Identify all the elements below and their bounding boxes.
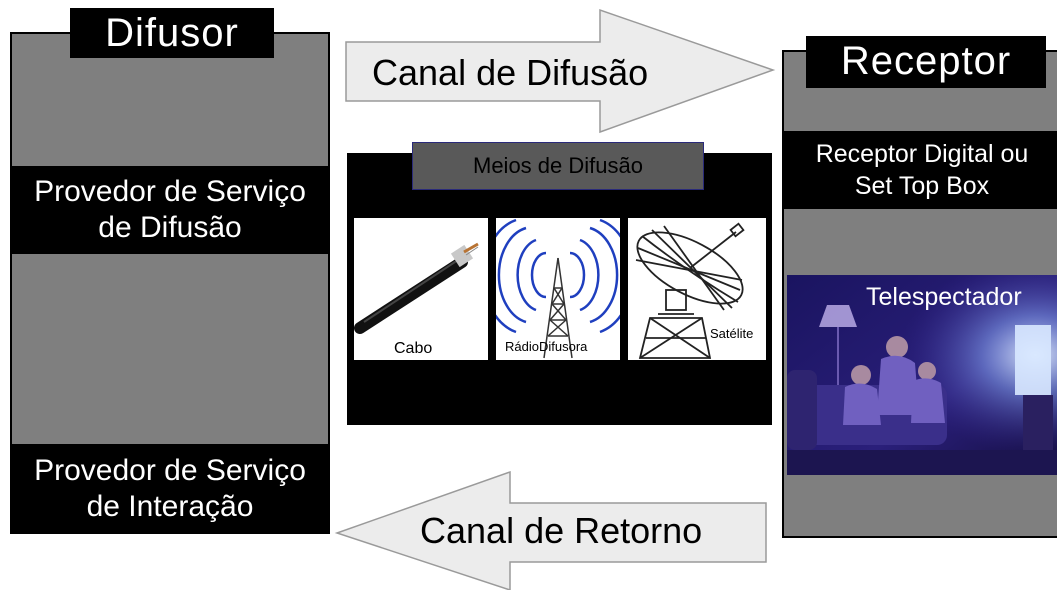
canal-difusao-label: Canal de Difusão <box>372 52 649 93</box>
satellite-dish-icon <box>635 222 745 359</box>
radio-tower-icon <box>496 218 620 359</box>
receptor-digital-label: Receptor Digital ou Set Top Box <box>782 131 1057 209</box>
coaxial-cable-icon <box>354 242 479 334</box>
radiodifusora-label: RádioDifusora <box>505 339 588 354</box>
meios-difusao-title: Meios de Difusão <box>412 142 704 190</box>
canal-retorno-arrow <box>334 470 767 590</box>
telespectador-label: Telespectador <box>866 283 1022 311</box>
canal-difusao-arrow <box>345 8 776 134</box>
receptor-title: Receptor <box>806 36 1046 88</box>
provedor-servico-interacao: Provedor de Serviço de Interação <box>10 444 330 534</box>
difusor-title: Difusor <box>70 8 274 58</box>
media-card-cabo: Cabo <box>354 218 488 360</box>
satelite-label: Satélite <box>710 326 754 341</box>
cabo-label: Cabo <box>394 340 433 357</box>
media-card-satelite: Satélite <box>628 218 766 360</box>
canal-retorno-label: Canal de Retorno <box>420 510 703 551</box>
media-card-radiodifusora: RádioDifusora <box>496 218 620 360</box>
telespectador-photo <box>787 275 1057 475</box>
provedor-servico-difusao: Provedor de Serviço de Difusão <box>10 166 330 254</box>
